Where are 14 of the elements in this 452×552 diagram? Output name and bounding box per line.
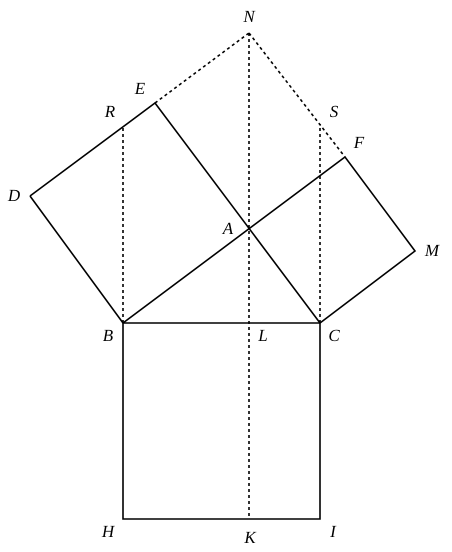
point-label: R [104, 103, 116, 121]
point-label: L [258, 327, 268, 345]
point-label: C [328, 327, 340, 345]
point-label: N [243, 8, 255, 26]
point-label: A [222, 220, 234, 238]
point-label: B [102, 327, 114, 345]
point-label: H [102, 523, 114, 541]
point-label: K [244, 529, 256, 547]
point-label: I [330, 523, 336, 541]
point-label: D [8, 187, 20, 205]
point-label: M [424, 242, 440, 260]
point-label: S [330, 103, 338, 121]
point-label: F [354, 134, 364, 152]
point-label: E [134, 80, 146, 98]
